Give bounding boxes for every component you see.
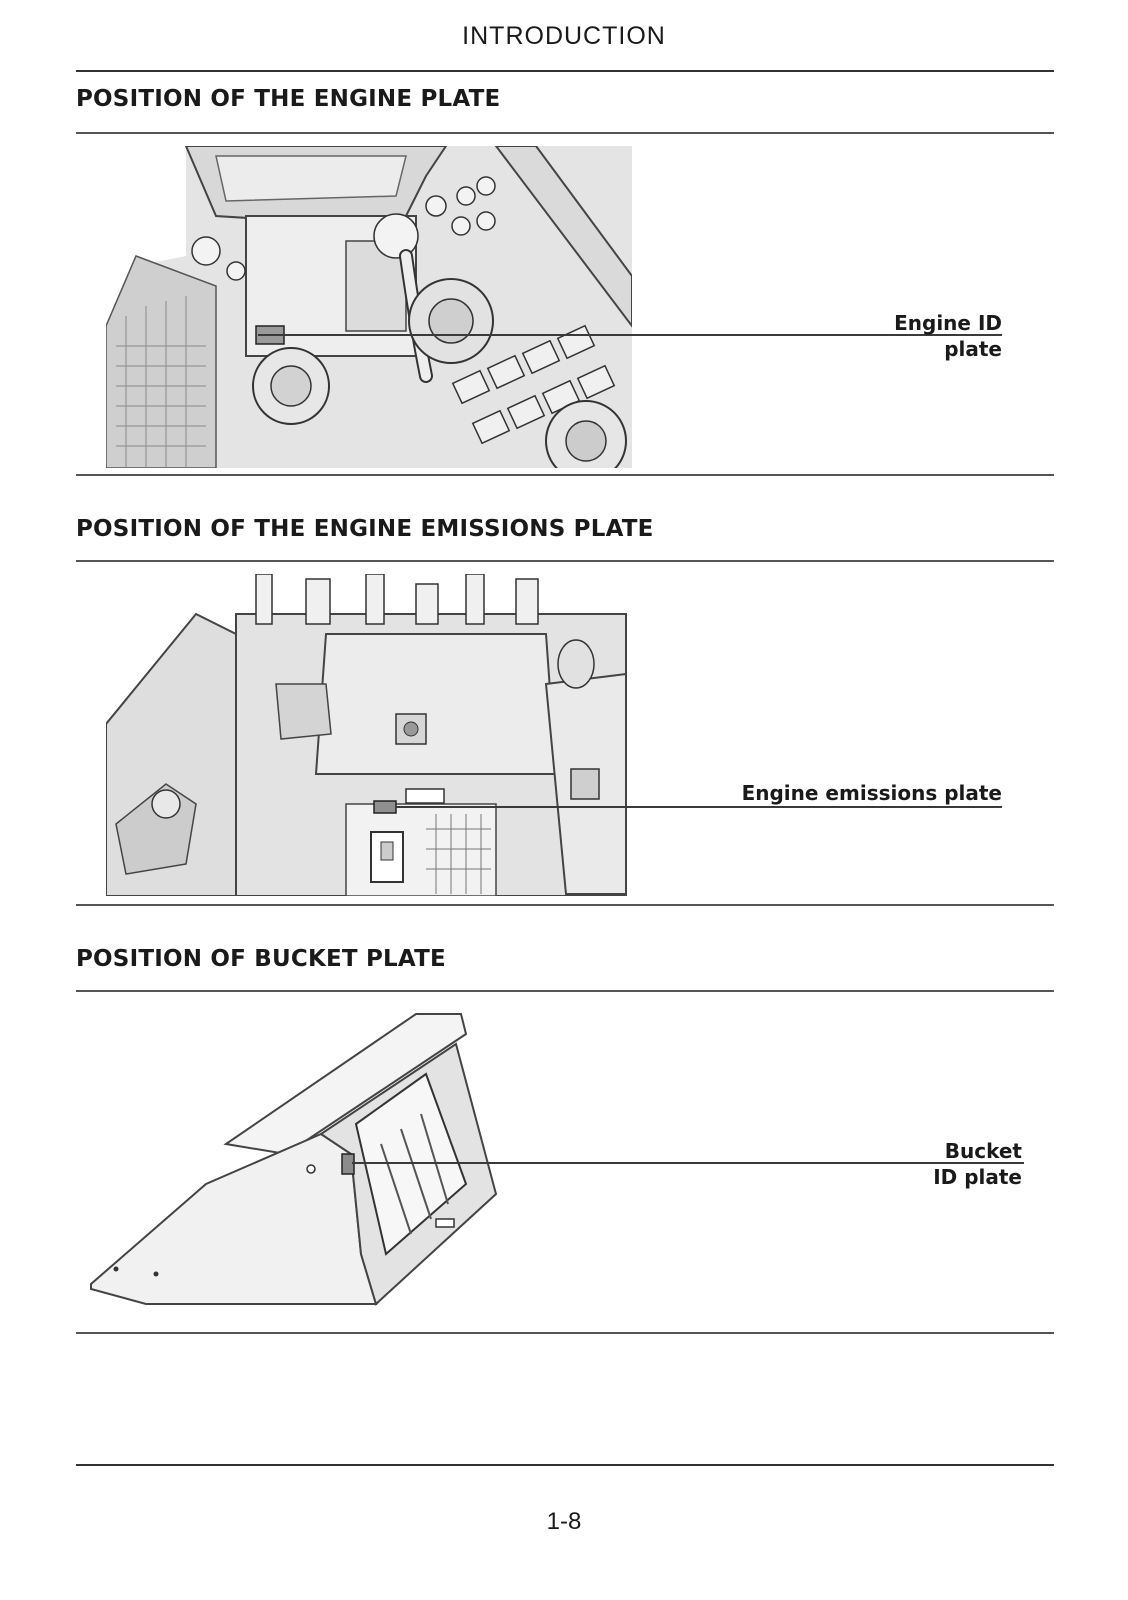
section-rule <box>76 904 1054 906</box>
engine-id-plate-label: Engine ID plate <box>894 310 1002 362</box>
section-title-bucket-plate: POSITION OF BUCKET PLATE <box>76 946 446 972</box>
section-rule <box>76 560 1054 562</box>
engine-id-plate-leader-line <box>258 334 1002 336</box>
section-rule <box>76 990 1054 992</box>
bucket-id-plate-leader-line <box>352 1162 1024 1164</box>
callout-line-1: Engine ID <box>894 311 1002 335</box>
page-number: 1-8 <box>546 1508 582 1535</box>
section-title-emissions-plate: POSITION OF THE ENGINE EMISSIONS PLATE <box>76 516 654 542</box>
emissions-plate-illustration <box>106 574 632 896</box>
section-rule <box>76 474 1054 476</box>
callout-line-1: Bucket <box>944 1139 1022 1163</box>
emissions-plate-label: Engine emissions plate <box>742 780 1002 806</box>
callout-line-1: Engine emissions plate <box>741 781 1002 805</box>
callout-line-2: ID plate <box>933 1165 1022 1189</box>
section-rule <box>76 1332 1054 1334</box>
bucket-plate-illustration <box>86 1004 516 1314</box>
engine-plate-illustration <box>106 146 632 468</box>
emissions-plate-leader-line <box>396 806 1002 808</box>
section-rule <box>76 132 1054 134</box>
footer-rule <box>76 1464 1054 1466</box>
section-title-engine-plate: POSITION OF THE ENGINE PLATE <box>76 86 501 112</box>
header-rule <box>76 70 1054 72</box>
callout-line-2: plate <box>944 337 1002 361</box>
page-header: INTRODUCTION <box>462 22 666 50</box>
bucket-id-plate-label: Bucket ID plate <box>933 1138 1022 1190</box>
